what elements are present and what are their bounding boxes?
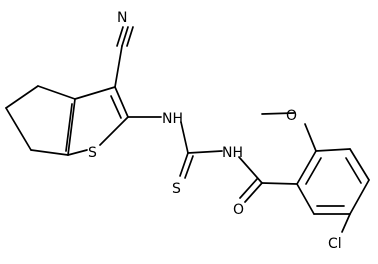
bond-thiophene-s-c7a [67,149,88,156]
bond-thiocarbonyl-s-a [179,152,189,177]
bond-cyclopentane-fusion [67,98,76,156]
bond-benzene-1 [296,150,317,185]
bond-benzene-1-inner [305,157,322,185]
bond-nitrile-triple-1 [116,26,124,47]
bond-thiophene-c2-s [99,116,129,146]
bond-benzene-2 [315,148,351,152]
chlorine-label: Cl [328,236,342,252]
bond-ring-methoxy-o [304,123,317,152]
bond-nh-thiocarbonyl [180,121,189,154]
bond-nitrile-triple-3 [126,26,134,47]
bond-nitrile-triple-2 [121,26,129,47]
bond-carbonyl-ring [261,182,298,185]
bond-cyclopentane-c [5,107,32,151]
bond-thiocarbonyl-nh [187,150,223,154]
bond-benzene-3-inner [345,157,362,184]
amine-nh-label: NH [162,111,183,127]
amide-nh-label: NH [222,145,243,161]
bond-methoxy-methyl [261,112,295,115]
bond-thiocarbonyl-s-b [184,155,194,179]
bond-thiophene-c3a-c3 [74,86,116,100]
bond-nh-carbonyl [238,156,263,184]
bond-thiophene-c3-c2-inner [110,95,122,119]
thiourea-sulfur-label: S [172,181,181,197]
nitrile-nitrogen-label: N [117,10,127,26]
methoxy-oxygen-label: O [286,108,297,124]
bond-ring-chlorine [341,213,351,233]
bond-benzene-3 [349,148,370,181]
bond-carbonyl-o-b [239,178,258,199]
bond-benzene-6 [296,183,315,215]
bond-thiophene-fused-double [65,103,73,152]
bond-cyclopentane-d [30,149,69,156]
thiophene-sulfur-label: S [88,145,97,161]
bond-thiophene-c3-c2-outer [114,86,129,118]
bond-cyclopentane-b [37,85,76,100]
carbonyl-oxygen-label: O [233,202,244,218]
bond-carbonyl-o-a [244,182,263,203]
bond-cyclopentane-a [5,85,39,109]
bond-benzene-4 [349,179,370,215]
bond-c3-nitrile [114,45,123,88]
